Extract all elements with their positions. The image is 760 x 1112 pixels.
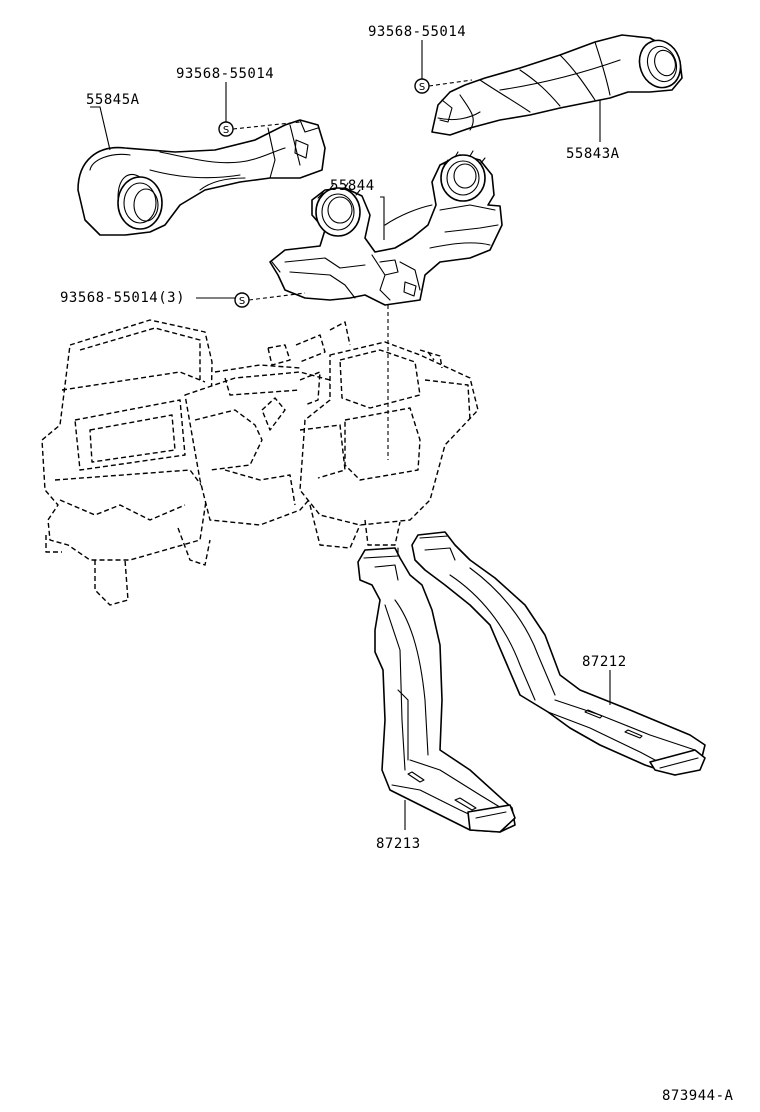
label-55843a: 55843A <box>566 146 620 162</box>
washer-symbol-left: S <box>218 121 234 137</box>
duct-87213 <box>357 547 516 833</box>
label-87213: 87213 <box>376 836 421 852</box>
label-93568-three: 93568-55014(3) <box>60 290 185 306</box>
washer-symbol-top-text: S <box>419 82 425 93</box>
heater-unit-phantom <box>41 319 479 606</box>
washer-symbol-center-text: S <box>239 296 245 307</box>
duct-55843a <box>431 34 683 136</box>
duct-87212 <box>411 531 706 776</box>
label-55845a: 55845A <box>86 92 140 108</box>
washer-symbol-top: S <box>414 78 430 94</box>
leader-lines <box>90 40 611 830</box>
duct-55844 <box>269 150 503 306</box>
label-87212: 87212 <box>582 654 627 670</box>
washer-symbol-center: S <box>234 292 250 308</box>
label-93568-left: 93568-55014 <box>176 66 274 82</box>
duct-55845a <box>77 119 326 236</box>
washer-symbol-left-text: S <box>223 125 229 136</box>
label-93568-top: 93568-55014 <box>368 24 466 40</box>
label-55844: 55844 <box>330 178 375 194</box>
drawing-number: 873944-A <box>662 1088 734 1104</box>
